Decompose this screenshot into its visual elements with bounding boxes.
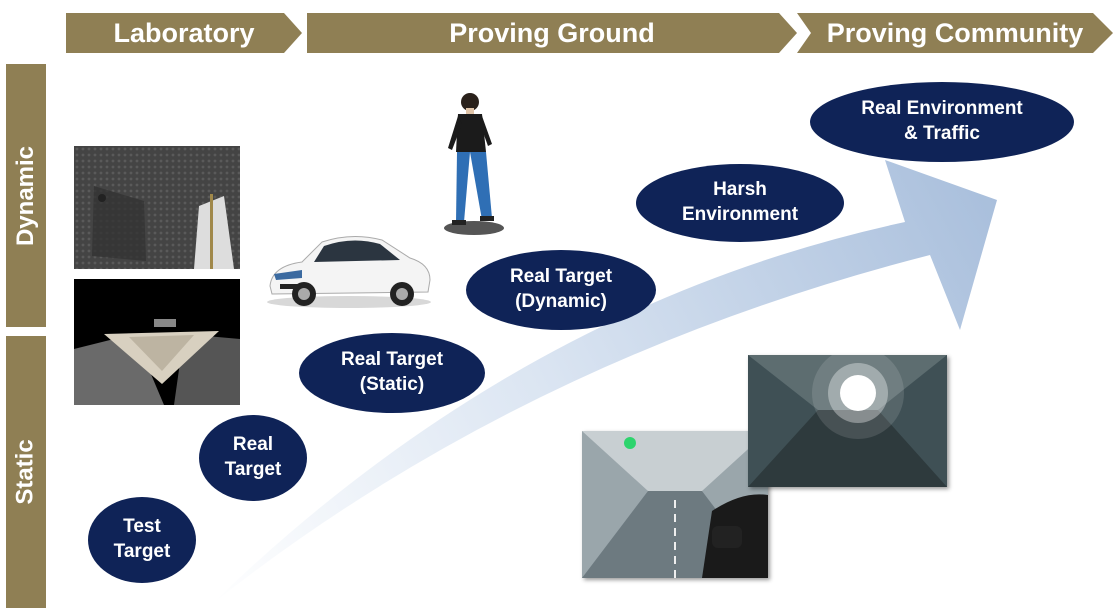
stage-proving-ground: Proving Ground [307, 13, 797, 53]
rain-tunnel-night-photo [748, 355, 947, 487]
node-real-target-dynamic: Real Target (Dynamic) [466, 250, 656, 330]
node-test-target: Test Target [88, 497, 196, 583]
stage-label: Laboratory [113, 17, 255, 48]
stage-label: Proving Community [826, 17, 1084, 48]
corner-reflector-photo [74, 279, 240, 405]
node-harsh-environment: Harsh Environment [636, 164, 844, 242]
axis-static: Static [6, 336, 46, 608]
rain-tunnel-photo [582, 431, 768, 578]
axis-dynamic: Dynamic [6, 64, 46, 327]
node-real-target: Real Target [199, 415, 307, 501]
stage-label: Proving Ground [449, 17, 655, 48]
stage-arrow-shape [307, 13, 797, 53]
anechoic-chamber-photo [74, 146, 240, 269]
stage-proving-community: Proving Community [797, 13, 1113, 53]
pedestrian-dummy-photo [440, 88, 510, 238]
node-real-target-static: Real Target (Static) [299, 333, 485, 413]
node-real-environment-traffic: Real Environment & Traffic [810, 82, 1074, 162]
car-photo [262, 222, 436, 314]
stage-arrow-shape [797, 13, 1113, 53]
stage-arrow-shape [66, 13, 302, 53]
stage-laboratory: Laboratory [66, 13, 302, 53]
